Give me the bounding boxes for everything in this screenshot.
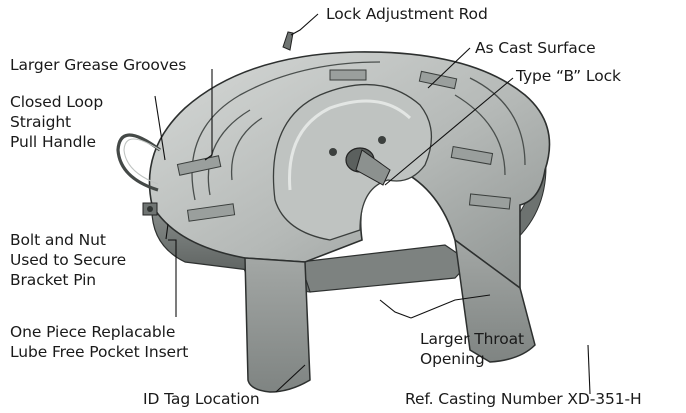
label-lock-adjustment-rod: Lock Adjustment Rod [326,4,488,24]
bolt-and-nut [143,203,157,215]
label-casting-number: Ref. Casting Number XD-351-H [405,389,642,409]
label-line: Used to Secure [10,250,126,270]
label-line: Closed Loop [10,92,103,112]
label-line: Pull Handle [10,132,103,152]
label-line: Opening [420,349,524,369]
label-line: Lube Free Pocket Insert [10,342,188,362]
label-as-cast-surface: As Cast Surface [475,38,596,58]
label-type-b-lock: Type “B” Lock [516,66,621,86]
label-closed-loop-handle: Closed Loop Straight Pull Handle [10,92,103,152]
label-larger-grease-grooves: Larger Grease Grooves [10,55,186,75]
label-line: Larger Throat [420,329,524,349]
label-larger-throat: Larger Throat Opening [420,329,524,369]
label-line: Straight [10,112,103,132]
label-line: Bracket Pin [10,270,126,290]
label-pocket-insert: One Piece Replacable Lube Free Pocket In… [10,322,188,362]
label-id-tag-location: ID Tag Location [143,389,260,409]
label-bolt-and-nut: Bolt and Nut Used to Secure Bracket Pin [10,230,126,290]
label-line: One Piece Replacable [10,322,188,342]
left-ramp [245,258,310,392]
label-line: Bolt and Nut [10,230,126,250]
